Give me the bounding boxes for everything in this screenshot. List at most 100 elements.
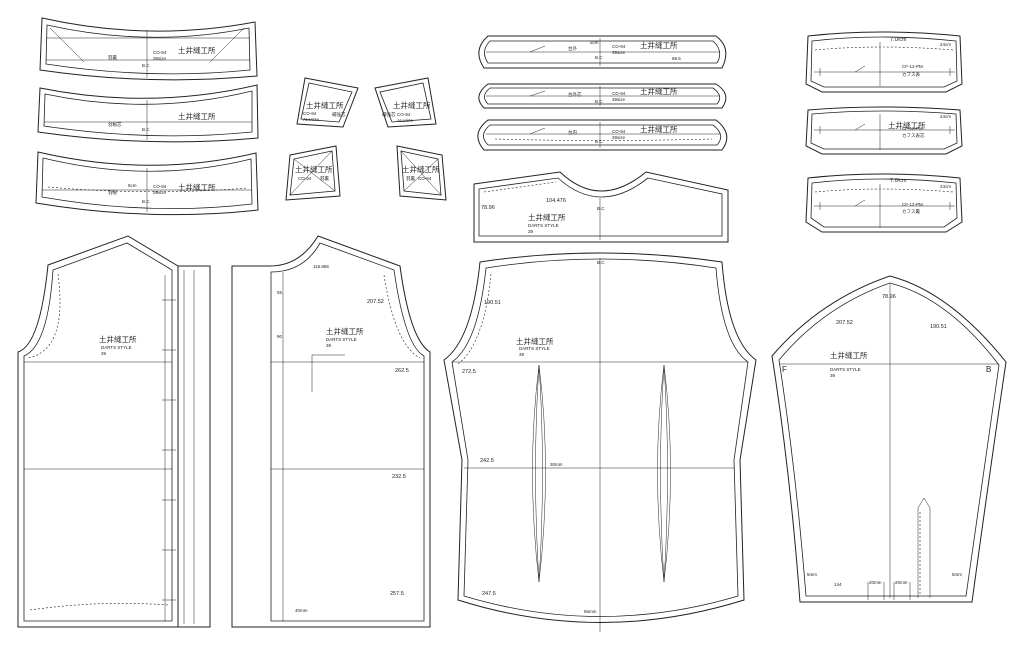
collar-code: CO-94 [153, 50, 167, 55]
point2-label: 羽裏 [406, 175, 415, 182]
placket1-code: CO-94 [303, 111, 317, 116]
back-armhole-measure: 190.51 [484, 300, 501, 306]
waist-measure: 232.5 [392, 474, 406, 480]
stand3-size: 39size [612, 135, 626, 140]
collar-label-top: 羽裏 [108, 54, 117, 61]
back-dart-label: 30mm [550, 462, 563, 467]
collar-size: 39size [153, 56, 167, 61]
sleeve-hem-width: 144 [834, 582, 842, 587]
stand2-bc: B.C [595, 99, 603, 104]
back-hem-measure: 247.5 [482, 591, 496, 597]
back-size: 39 [519, 352, 525, 357]
cuff2-label: カフス表芯 [902, 132, 925, 139]
yoke-style: DARTS STYLE [528, 223, 559, 228]
cuff2-brand: 土井縫工所 [888, 120, 926, 130]
pocket-b: 90 [277, 334, 283, 339]
sleeve-front-mark: F [782, 365, 787, 374]
stand3-code: CO-94 [612, 129, 626, 134]
cuff2-cf: CF-12-PM [902, 126, 923, 131]
stand1-brand: 土井縫工所 [640, 40, 678, 50]
cuff1-label: カフス表 [902, 71, 920, 78]
cuff3-cf: CF-12-PM [902, 202, 923, 207]
collar-bc: B.C [142, 63, 150, 68]
back-top-label: B.C [597, 260, 605, 265]
point1-code: CO-94 [298, 176, 312, 181]
collar-piece-bottom: 土井縫工所 CO-94 39size 羽根 5cm B.C [35, 151, 259, 216]
left-front-style: DARTS STYLE [101, 345, 132, 350]
shoulder-measure: 207.52 [367, 299, 384, 305]
pocket-a: 55 [277, 290, 283, 295]
placket1-brand: 土井縫工所 [306, 100, 344, 110]
placket2-size: ALLsize [397, 118, 414, 123]
cuff-piece-2: 土井縫工所 CF-12-PM カフス表芯 24cm [805, 106, 963, 155]
cuff3-side: 24cm [940, 184, 951, 189]
placket1-label: 補強芯 [332, 111, 346, 118]
placket-piece-1: 土井縫工所 CO-94 ALLsize 補強芯 [296, 77, 359, 128]
collar-bot-brand: 土井縫工所 [178, 182, 216, 192]
yoke-measure-left: 78.96 [481, 205, 495, 211]
collar-mid-bc: B.C [142, 127, 150, 132]
yoke-measure-center: 104.476 [546, 198, 566, 204]
hem-label: 40mm [295, 608, 308, 613]
cuff3-top: 7.0/cm [890, 178, 907, 184]
back-waist-measure: 242.5 [480, 458, 494, 464]
collar-bot-code: CO-94 [153, 184, 167, 189]
sleeve-right-measure: 190.51 [930, 324, 947, 330]
placket-piece-2: 土井縫工所 CO-94 ALLsize 補強芯 [374, 77, 437, 128]
stand3-label: 台内 [568, 129, 577, 136]
yoke-piece: 78.96 104.476 B.C 土井縫工所 DARTS STYLE 39 [473, 171, 729, 243]
collar-mid-brand: 土井縫工所 [178, 111, 216, 121]
point2-code: CO-94 [418, 176, 432, 181]
back-hem-center: 56mm [584, 609, 597, 614]
cuff-piece-1: 7.0/cm 24cm CF-12-PM カフス表 [805, 31, 963, 93]
stand1-5cm: 5cm [590, 40, 599, 45]
collar-bot-bc: B.C [142, 199, 150, 204]
sleeve-cap-top: 78.96 [882, 294, 896, 300]
cuff1-top: 7.0/cm [890, 37, 907, 43]
left-front-brand: 土井縫工所 [99, 334, 137, 344]
placket2-brand: 土井縫工所 [393, 100, 431, 110]
stand1-code: CO-94 [612, 44, 626, 49]
yoke-brand: 土井縫工所 [528, 212, 566, 222]
collar-point-piece-2: 土井縫工所 CO-94 羽裏 [396, 145, 447, 201]
stand-piece-1: 土井縫工所 CO-94 39size 台外 5cm 89.5 B.C [478, 35, 727, 69]
cuff1-side: 24cm [940, 42, 951, 47]
sleeve-style: DARTS STYLE [830, 367, 861, 372]
back-brand: 土井縫工所 [516, 336, 554, 346]
sleeve-pleat-1: 20mm [869, 580, 882, 585]
stand2-size: 39size [612, 97, 626, 102]
placket2-label: 補強芯 [382, 111, 396, 118]
stand2-code: CO-94 [612, 91, 626, 96]
cuff1-cf: CF-12-PM [902, 64, 923, 69]
yoke-bc: B.C [597, 206, 605, 211]
back-chest-measure: 272.5 [462, 369, 476, 375]
sleeve-size: 39 [830, 373, 836, 378]
back-style: DARTS STYLE [519, 346, 550, 351]
sleeve-hem-right: 5mm [952, 572, 962, 577]
placket1-size: ALLsize [303, 117, 320, 122]
collar-piece-middle: 土井縫工所 羽根芯 B.C [37, 84, 259, 143]
point1-label: 羽裏 [320, 175, 329, 182]
left-front-size: 39 [101, 351, 107, 356]
right-front-size: 39 [326, 343, 332, 348]
sleeve-brand: 土井縫工所 [830, 350, 868, 360]
stand-piece-2: 土井縫工所 CO-94 39size 台外芯 B.C [478, 83, 727, 109]
stand-piece-3: 土井縫工所 CO-94 39size 台内 B.C [477, 119, 728, 151]
collar-label-lining: 羽根 [108, 189, 117, 196]
collar-point-piece-1: 土井縫工所 CO-94 羽裏 [285, 145, 341, 201]
stand2-label: 台外芯 [568, 91, 582, 98]
collar-bot-size: 39size [153, 190, 167, 195]
cuff3-label: カフス裏 [902, 208, 920, 215]
sleeve-back-mark: B [986, 365, 991, 374]
stand3-bc: B.C [595, 139, 603, 144]
stand1-bc: B.C [595, 55, 603, 60]
right-front-piece: 116.865 207.52 262.5 232.5 257.5 40mm 55… [231, 235, 431, 628]
chest-measure: 262.5 [395, 368, 409, 374]
right-front-style: DARTS STYLE [326, 337, 357, 342]
point1-brand: 土井縫工所 [295, 164, 333, 174]
sleeve-hem-left: 5mm [807, 572, 817, 577]
collar-piece-top: 土井縫工所 CO-94 39size 羽裏 B.C [39, 17, 258, 81]
sleeve-pleat-2: 20mm [895, 580, 908, 585]
sleeve-left-measure: 207.52 [836, 320, 853, 326]
stand3-brand: 土井縫工所 [640, 124, 678, 134]
